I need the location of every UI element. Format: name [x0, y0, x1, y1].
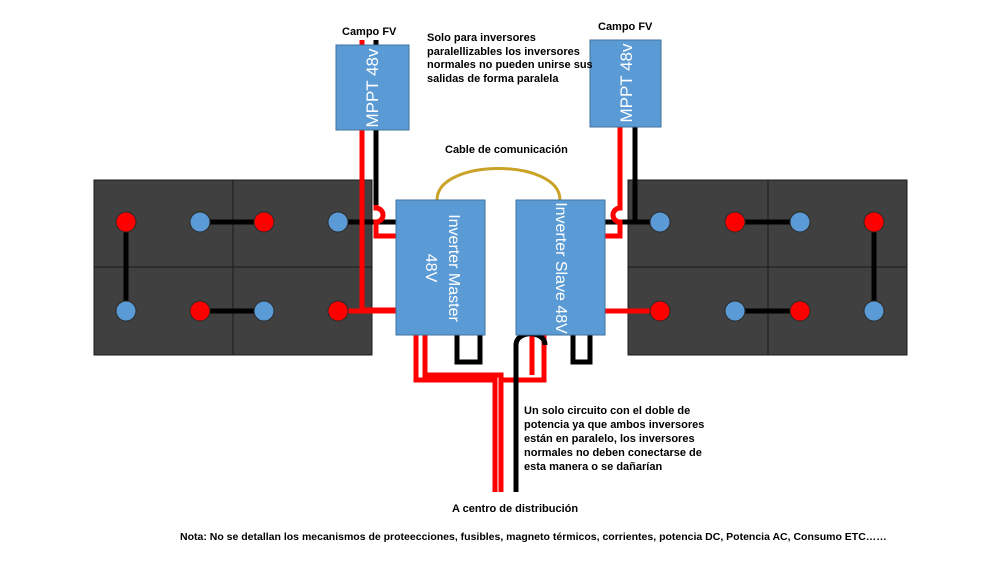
- negative-terminal: [649, 211, 671, 233]
- negative-terminal: [115, 300, 137, 322]
- negative-terminal: [863, 300, 885, 322]
- mppt-left-label: MPPT 48v: [363, 48, 382, 128]
- note-top-line: Solo para inversores: [427, 32, 536, 44]
- positive-terminal: [253, 211, 275, 233]
- note-middle-line: Un solo circuito con el doble de: [524, 405, 690, 417]
- note-top-line: paralellizables los inversores: [427, 46, 580, 58]
- negative-terminal: [327, 211, 349, 233]
- positive-terminal: [115, 211, 137, 233]
- negative-terminal: [789, 211, 811, 233]
- inverter-slave-label: Inverter Slave 48V: [552, 202, 569, 334]
- battery-bank-right: [627, 179, 908, 356]
- note-top: Solo para inversores paralellizables los…: [427, 32, 593, 85]
- note-middle: Un solo circuito con el doble de potenci…: [524, 405, 704, 473]
- positive-terminal: [649, 300, 671, 322]
- note-middle-line: están en paralelo, los inversores: [524, 433, 695, 445]
- inverter-master-label-line2: 48V: [422, 254, 439, 283]
- distribution-label: A centro de distribución: [452, 503, 578, 515]
- positive-terminal: [789, 300, 811, 322]
- positive-terminal: [327, 300, 349, 322]
- inverter-slave-box: Inverter Slave 48V: [515, 199, 606, 336]
- mppt-right-box: MPPT 48v: [589, 39, 662, 128]
- communication-cable: [435, 167, 562, 201]
- note-top-line: salidas de forma paralela: [427, 73, 559, 85]
- positive-terminal: [863, 211, 885, 233]
- inverter-master-box: Inverter Master 48V: [395, 199, 486, 336]
- note-middle-line: normales no deben conectarse de: [524, 447, 702, 459]
- terminals-left: [115, 211, 349, 322]
- terminals-right: [649, 211, 885, 322]
- negative-terminal: [724, 300, 746, 322]
- positive-terminal: [189, 300, 211, 322]
- mppt-left-box: MPPT 48v: [335, 44, 410, 131]
- inverter-master-label-line1: Inverter Master: [445, 214, 462, 322]
- negative-terminal: [189, 211, 211, 233]
- battery-bank-left: [93, 179, 373, 356]
- campo-fv-right-label: Campo FV: [598, 21, 653, 33]
- campo-fv-left-label: Campo FV: [342, 26, 397, 38]
- note-middle-line: esta manera o se dañarían: [524, 461, 662, 473]
- note-middle-line: potencia ya que ambos inversores: [524, 419, 704, 431]
- comm-cable-label: Cable de comunicación: [445, 144, 568, 156]
- footer-note: Nota: No se detallan los mecanismos de p…: [180, 531, 887, 543]
- negative-terminal: [253, 300, 275, 322]
- note-top-line: normales no pueden unirse sus: [427, 59, 593, 71]
- positive-terminal: [724, 211, 746, 233]
- mppt-right-label: MPPT 48v: [617, 43, 636, 123]
